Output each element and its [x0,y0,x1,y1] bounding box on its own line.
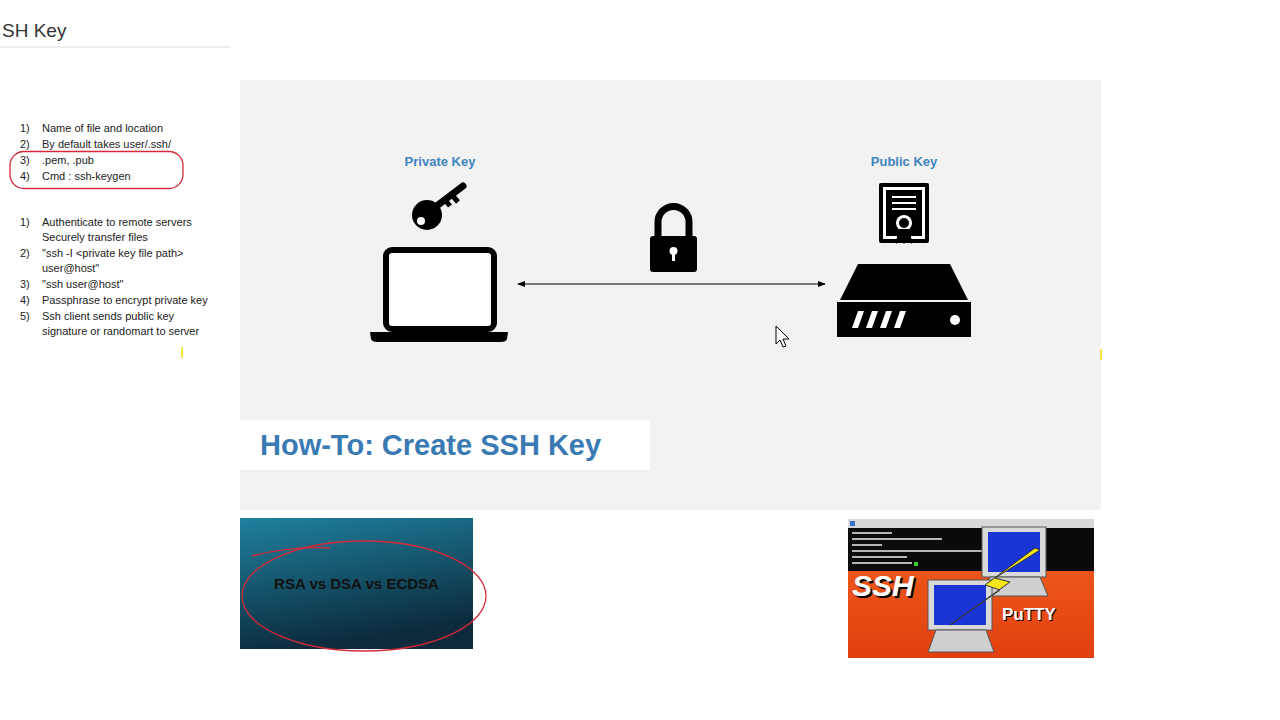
list-number: 2) [20,137,30,152]
title-rule [0,47,230,48]
list-item: Authenticate to remote servers Securely … [42,215,220,245]
title-rule [0,47,230,48]
certificate-icon [879,183,929,244]
highlight-mark [181,347,183,358]
list-item: "ssh user@host" [42,277,220,292]
mouse-cursor [776,326,789,347]
putty-thumbnail: SSH PuTTY [848,519,1094,658]
putty-thumbnail-art [848,519,1094,528]
lock-icon [650,236,697,272]
list-item: Name of file and location [42,121,220,136]
list-number: 1) [20,215,30,230]
server-icon [894,311,906,328]
list-item: Cmd : ssh-keygen [42,169,220,184]
key-icon [417,217,425,225]
list-number: 1) [20,121,30,136]
list-number: 5) [20,309,30,324]
key-icon [434,186,463,208]
certificate-icon [896,215,912,231]
putty-thumbnail-art [852,544,882,546]
laptop-icon [386,250,494,329]
key-icon [412,186,463,230]
putty-thumbnail-art [852,532,892,534]
lock-icon [672,253,675,261]
list-item: .pem, .pub [42,153,220,168]
putty-thumbnail-art [852,562,912,564]
certificate-icon [892,202,916,204]
lock-icon [650,207,697,273]
server-icon [950,315,960,325]
node-label: SSH [852,569,914,603]
red-annotation [252,548,330,556]
server-icon [840,264,968,300]
red-annotation [242,541,486,651]
mouse-cursor [776,326,789,347]
putty-thumbnail-art [850,521,855,526]
rsa-thumbnail-art [240,518,473,649]
howto-banner: How-To: Create SSH Key [240,420,650,470]
server-icon [866,311,878,328]
list-item: By default takes user/.ssh/ [42,137,220,152]
putty-thumbnail-art [848,519,1094,571]
list-item: Ssh client sends public key signature or… [42,309,220,339]
private-key-laptop: Private Key [368,150,512,345]
server-icon [852,311,864,328]
public-key-server: Public Key [833,150,975,345]
list-number: 3) [20,153,30,168]
node-label: Public Key [871,154,937,169]
node-label: RSA vs DSA vs ECDSA [274,575,439,592]
rsa-thumbnail-art [240,518,473,649]
key-icon [452,195,458,202]
putty-thumbnail-art [852,556,907,558]
node-label: Private Key [405,154,476,169]
putty-thumbnail-art [848,519,1094,658]
list-item: "ssh -I <private key file path> user@hos… [42,246,220,276]
node-sublabel: PuTTY [1002,605,1056,625]
putty-thumbnail-art [914,562,918,566]
node-label: How-To: Create SSH Key [260,429,601,462]
certificate-icon [896,229,912,244]
key-icon [445,200,450,206]
highlight-mark [182,347,1101,360]
laptop-icon [370,332,508,342]
certificate-icon [879,183,929,243]
putty-thumbnail-art [852,538,942,540]
list-number: 3) [20,277,30,292]
slide-title: SH Key [2,20,66,42]
certificate-icon [892,196,916,198]
highlight-mark [1100,349,1102,360]
list-item: Passphrase to encrypt private key [42,293,220,308]
red-annotation [10,152,486,652]
list-number: 4) [20,293,30,308]
server-icon [880,311,892,328]
server-icon [837,302,971,337]
video-panel [240,80,1101,510]
laptop-icon [370,250,508,342]
putty-thumbnail-art [928,580,992,630]
lock-icon [658,207,689,238]
server-icon [837,264,971,337]
connector-arrow [518,283,825,284]
putty-thumbnail-art [848,519,1094,658]
certificate-icon [892,208,916,210]
rsa-thumbnail: RSA vs DSA vs ECDSA [240,518,473,649]
putty-thumbnail-art [928,630,994,652]
list-number: 2) [20,246,30,261]
video-panel [240,80,1101,510]
certificate-icon [899,218,909,228]
list-number: 4) [20,169,30,184]
